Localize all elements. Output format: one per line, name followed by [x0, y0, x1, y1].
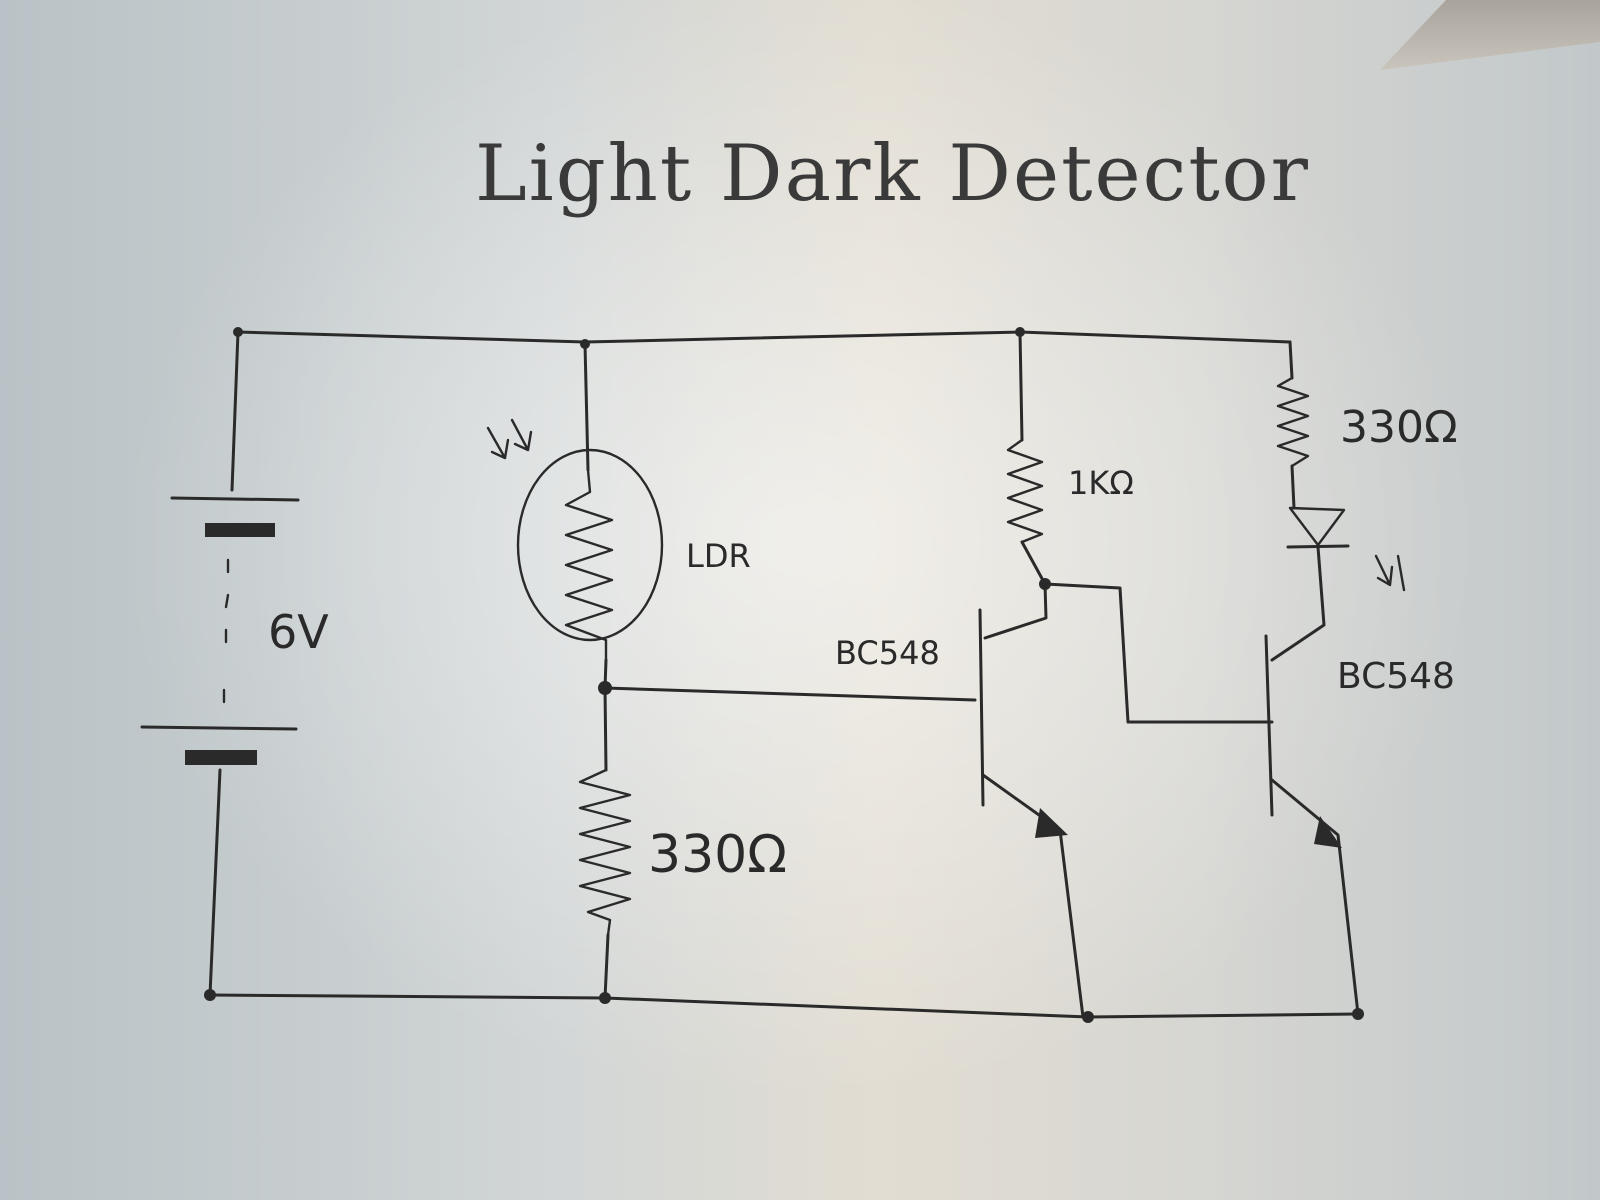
battery-voltage-label: 6V: [268, 605, 329, 659]
diagram-title: Light Dark Detector: [475, 129, 1310, 219]
q2-model-label: BC548: [1337, 656, 1455, 697]
ldr-branch: LDR 330Ω: [486, 339, 977, 1004]
divider-resistor-label: 330Ω: [648, 825, 787, 885]
ldr-to-divider-wire: [603, 658, 608, 772]
light-arrows-icon: [486, 418, 533, 460]
node-dot: [204, 989, 216, 1001]
node-dot: [233, 327, 243, 337]
divider-bottom-wire: [603, 933, 610, 1000]
q1-emitter-arrow-icon: [1035, 808, 1068, 838]
q2-emitter-arrow-icon: [1314, 816, 1342, 848]
collector-resistor-zigzag: [1006, 438, 1044, 544]
q1-collector-wire: [983, 540, 1048, 640]
battery: 6V: [140, 327, 329, 1001]
q1-model-label: BC548: [835, 634, 940, 672]
q1-base-bar: [978, 608, 985, 807]
transistor-q1-stage: 1KΩ BC548: [835, 327, 1274, 1023]
collector-resistor-label: 1KΩ: [1068, 464, 1134, 502]
q1-emitter-wire: [981, 773, 1085, 1019]
ldr-zigzag-icon: [564, 468, 614, 662]
divider-resistor-zigzag: [578, 768, 632, 937]
node-dot: [599, 992, 611, 1004]
transistor-q2-stage: 330Ω BC548: [1264, 340, 1458, 1020]
q1-base-wire: [603, 686, 977, 702]
battery-dashed-gap: [222, 558, 230, 704]
collector-resistor-top-wire: [1018, 330, 1024, 442]
q2-collector-wire: [1270, 545, 1326, 662]
node-dot: [1082, 1011, 1094, 1023]
q2-emitter-wire: [1270, 778, 1360, 1016]
bottom-rail-wire: [208, 993, 1360, 1019]
top-rail-wire: [236, 330, 1292, 344]
battery-bottom-wire: [208, 768, 222, 997]
battery-plate-long-2: [140, 725, 298, 731]
battery-plate-short-1: [205, 523, 275, 537]
battery-plate-short-2: [185, 750, 257, 765]
led-emission-arrows-icon: [1374, 554, 1406, 592]
led-triangle-icon: [1288, 506, 1346, 547]
led-resistor-top-wire: [1288, 340, 1294, 380]
q2-base-wire: [1043, 582, 1274, 724]
ldr-circle: [516, 448, 664, 642]
battery-plate-long-1: [170, 496, 300, 502]
led-top-wire: [1290, 464, 1296, 510]
led-resistor-label: 330Ω: [1340, 402, 1458, 453]
q2-base-bar: [1264, 634, 1274, 817]
node-dot: [1352, 1008, 1364, 1020]
led-resistor-zigzag: [1276, 376, 1310, 468]
ldr-label: LDR: [686, 537, 751, 575]
battery-top-wire: [230, 330, 240, 492]
